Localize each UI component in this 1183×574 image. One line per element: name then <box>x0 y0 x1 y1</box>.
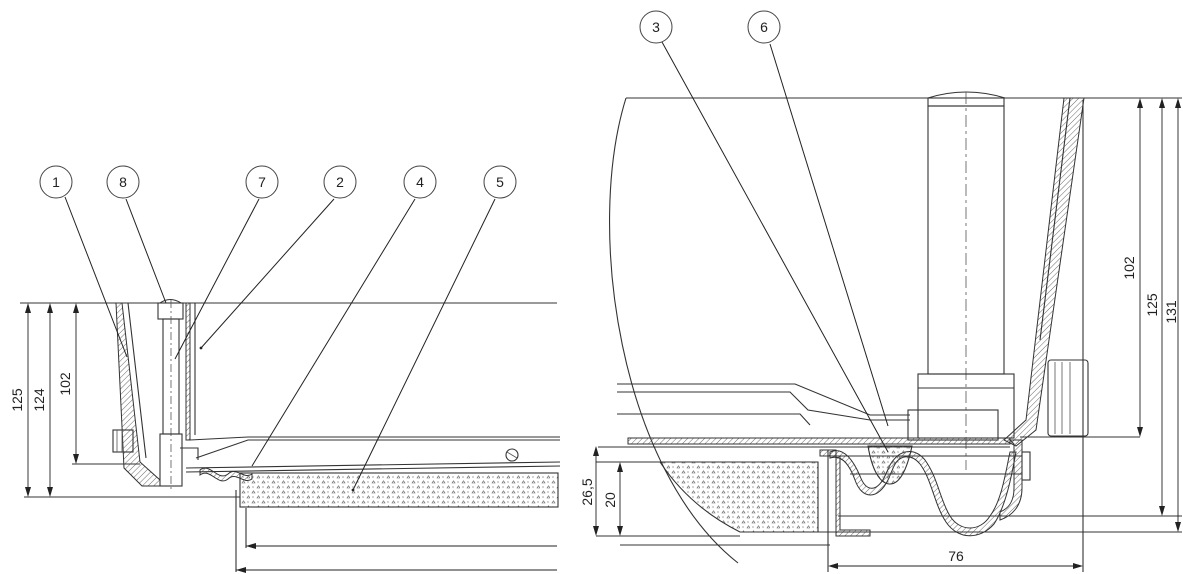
dim-102-left: 102 <box>57 372 73 396</box>
dim-76: 76 <box>948 548 964 564</box>
dim-131: 131 <box>1163 300 1179 324</box>
balloon-3: 3 <box>639 10 673 44</box>
svg-text:6: 6 <box>760 19 768 35</box>
right-detail-view: 76 26,5 20 102 125 131 3 6 <box>579 10 1182 572</box>
svg-text:3: 3 <box>652 19 660 35</box>
dim-124-left: 124 <box>31 388 47 412</box>
balloon-4: 4 <box>403 165 437 199</box>
balloon-5: 5 <box>483 165 517 199</box>
dim-26-5: 26,5 <box>579 478 595 505</box>
balloon-2: 2 <box>323 165 357 199</box>
dim-20: 20 <box>602 492 618 508</box>
svg-text:8: 8 <box>119 174 127 190</box>
balloon-1: 1 <box>39 165 73 199</box>
svg-text:1: 1 <box>52 174 60 190</box>
dim-125-right: 125 <box>1144 293 1160 317</box>
left-section-view: 125 124 102 1 8 7 2 4 <box>9 165 561 573</box>
balloon-8: 8 <box>106 165 140 199</box>
svg-text:2: 2 <box>336 174 344 190</box>
svg-text:4: 4 <box>416 174 424 190</box>
svg-text:5: 5 <box>496 174 504 190</box>
balloon-6: 6 <box>747 10 781 44</box>
svg-text:7: 7 <box>258 174 266 190</box>
dim-125-left: 125 <box>9 388 25 412</box>
dim-102-right: 102 <box>1121 256 1137 280</box>
balloon-7: 7 <box>245 165 279 199</box>
